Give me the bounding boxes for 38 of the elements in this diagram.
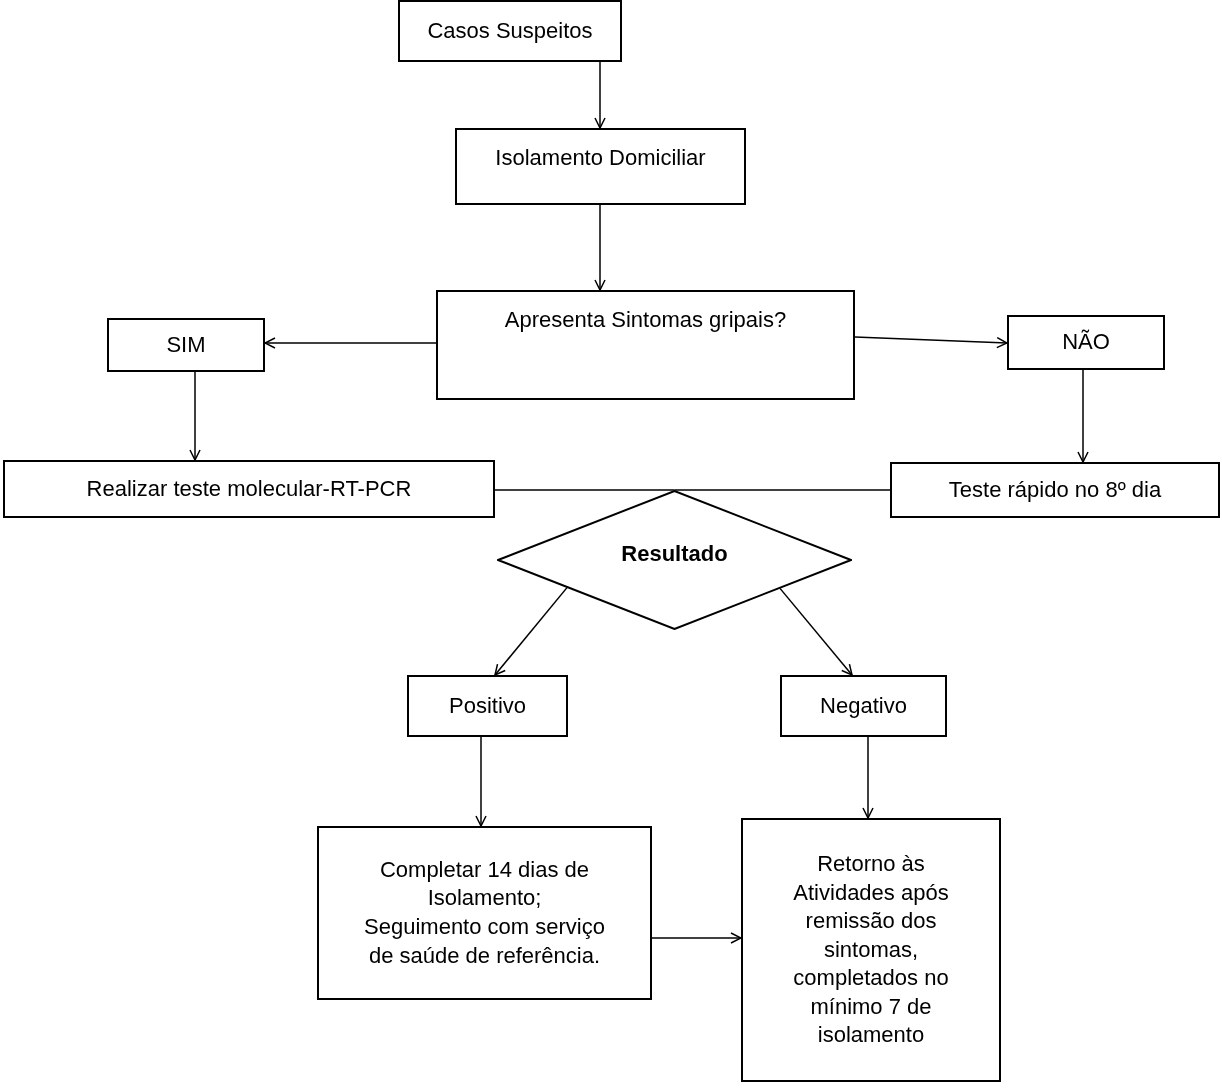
arrow [594,61,606,129]
decision-label: Resultado [621,540,728,568]
arrow [475,736,487,827]
arrow [594,204,606,291]
arrow [264,337,437,349]
process-box [890,462,1220,518]
arrow [854,336,1008,349]
decision-diamond [497,490,852,630]
box-text: Casos Suspeitos [427,16,593,45]
process-box [107,318,265,372]
box-text: Isolamento Domiciliar [495,144,706,172]
process-box [741,818,1001,1082]
arrow [189,371,201,461]
box-text: Completar 14 dias de Isolamento; [378,855,591,913]
process-box [398,0,622,62]
box-text: Teste rápido no 8º dia [948,475,1162,504]
arrow [779,587,853,676]
process-box [407,675,568,737]
box-text: Retorno às Atividades após remissão dos sintomas, completados no mínimo 7 de isolamento [792,849,950,1050]
box-text: Realizar teste molecular-RT-PCR [86,474,412,503]
process-box [3,460,495,518]
box-text: Seguimento com serviço de saúde de referência. [363,913,606,970]
process-box [436,290,855,400]
process-box [1007,315,1165,370]
box-text: NÃO [1062,328,1110,357]
connector-line [494,489,676,491]
arrow [494,586,568,676]
box-text: Positivo [448,691,526,720]
process-box [780,675,947,737]
connector-line [673,489,891,491]
box-text: SIM [166,330,206,359]
process-box [455,128,746,205]
process-box [317,826,652,1000]
box-text: Negativo [820,691,907,720]
box-text: Apresenta Sintomas gripais? [504,306,787,334]
arrow [651,932,742,944]
arrow [1077,369,1089,463]
arrow [862,736,874,819]
